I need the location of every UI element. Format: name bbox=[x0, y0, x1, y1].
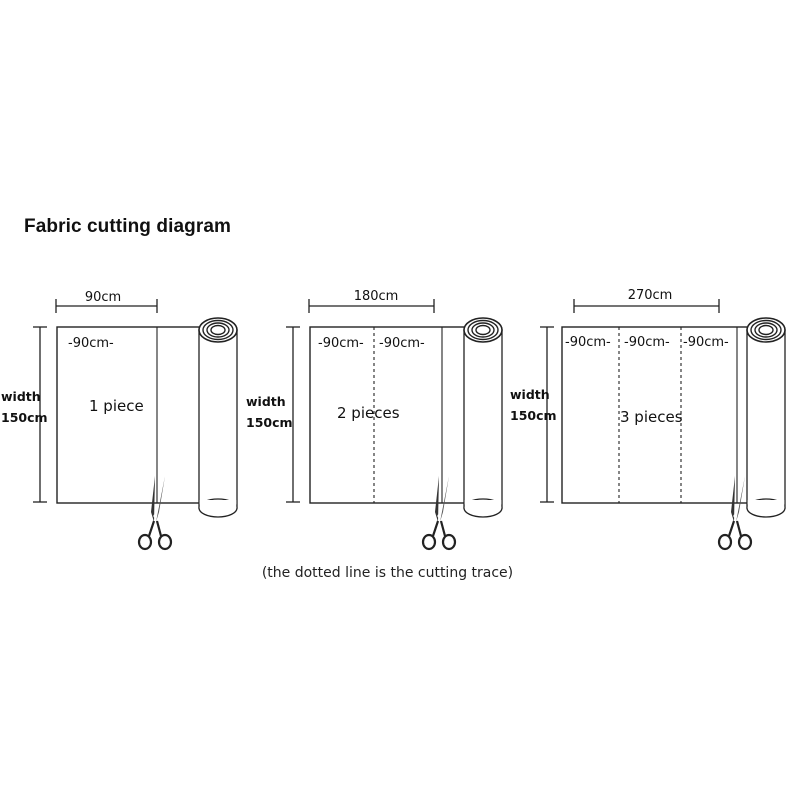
fabric-roll-icon bbox=[747, 318, 785, 517]
segment-label: -90cm- bbox=[565, 335, 611, 350]
width-value-label: 150cm bbox=[510, 408, 557, 423]
pieces-label: 3 pieces bbox=[620, 408, 683, 426]
segment-label: -90cm- bbox=[683, 335, 729, 350]
pieces-label: 1 piece bbox=[89, 397, 144, 415]
caption: (the dotted line is the cutting trace) bbox=[0, 565, 775, 581]
fabric-sheet bbox=[57, 327, 219, 503]
fabric-roll-icon bbox=[199, 318, 237, 517]
width-label: width bbox=[246, 394, 286, 409]
segment-label: -90cm- bbox=[68, 336, 114, 351]
width-label: width bbox=[510, 387, 550, 402]
pieces-label: 2 pieces bbox=[337, 404, 400, 422]
width-value-label: 150cm bbox=[246, 415, 293, 430]
fabric-roll-icon bbox=[464, 318, 502, 517]
total-length-label: 180cm bbox=[354, 289, 399, 304]
segment-label: -90cm- bbox=[379, 336, 425, 351]
panel-1: 90cm width 150cm -90cm- 1 piece bbox=[1, 290, 237, 549]
width-value-label: 150cm bbox=[1, 410, 48, 425]
panel-3: 270cm width 150cm -90cm- -90cm- -90cm- 3… bbox=[510, 288, 785, 549]
segment-label: -90cm- bbox=[318, 336, 364, 351]
total-length-label: 270cm bbox=[628, 288, 673, 303]
panel-2: 180cm width 150cm -90cm- -90cm- 2 pieces bbox=[246, 289, 502, 549]
width-label: width bbox=[1, 389, 41, 404]
total-length-label: 90cm bbox=[85, 290, 121, 305]
segment-label: -90cm- bbox=[624, 335, 670, 350]
